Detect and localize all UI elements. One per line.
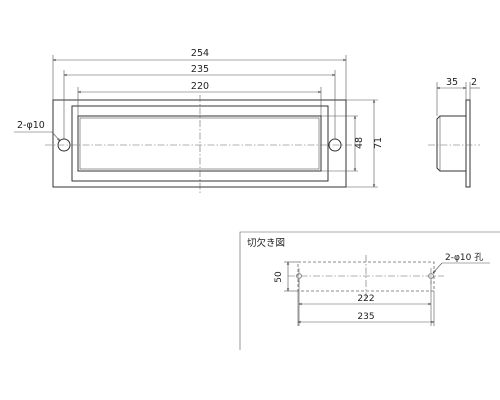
dim-text-35: 35 — [446, 77, 458, 88]
side-view: 35 2 — [428, 77, 480, 188]
dim-text-71: 71 — [373, 137, 384, 149]
front-outer-plate — [52, 99, 347, 188]
side-body — [436, 115, 466, 172]
dim-text-50: 50 — [274, 271, 284, 283]
cutout-title: 切欠き図 — [247, 237, 285, 249]
hole-callout-front: 2-φ10 — [17, 120, 45, 131]
hole-callout-cutout: 2-φ10 孔 — [445, 252, 483, 263]
front-inner-flange — [71, 105, 329, 182]
front-opening — [77, 115, 322, 172]
dim-text-220: 220 — [191, 81, 209, 92]
cutout-frame — [239, 231, 500, 350]
front-opening-inner — [79, 117, 320, 170]
side-flange — [465, 99, 471, 188]
dim-text-2: 2 — [471, 77, 477, 88]
dim-text-235-front: 235 — [191, 64, 209, 75]
front-view: 254 235 220 48 71 2-φ10 — [14, 48, 384, 193]
dim-text-235-cutout: 235 — [357, 312, 374, 322]
dim-text-48: 48 — [354, 137, 365, 149]
dim-text-222: 222 — [357, 294, 374, 304]
cutout-view: 切欠き図 50 222 235 2-φ10 孔 — [239, 231, 500, 350]
dim-text-254: 254 — [191, 48, 209, 59]
